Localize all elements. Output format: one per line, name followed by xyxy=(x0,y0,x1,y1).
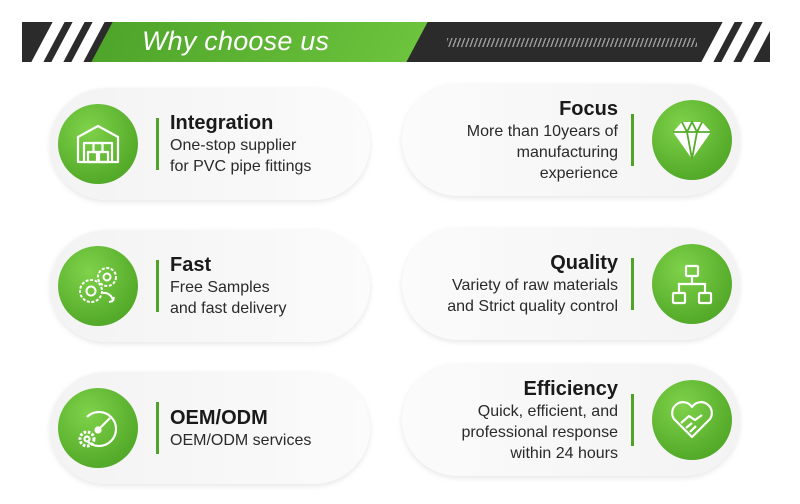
feature-desc-line: for PVC pipe fittings xyxy=(170,158,312,175)
feature-text: Fast Free Samples and fast delivery xyxy=(170,230,360,342)
feature-card-integration: Integration One-stop supplier for PVC pi… xyxy=(50,88,370,200)
feature-text: OEM/ODM OEM/ODM services xyxy=(170,372,360,484)
feature-title: Integration xyxy=(170,112,274,134)
accent-bar xyxy=(631,258,634,310)
diamond-icon xyxy=(673,119,711,160)
feature-icon-circle xyxy=(58,388,138,468)
feature-text: Efficiency Quick, efficient, and profess… xyxy=(412,364,618,476)
handshake-icon xyxy=(671,401,713,439)
feature-card-oem-odm: OEM/ODM OEM/ODM services xyxy=(50,372,370,484)
feature-desc-line: manufacturing xyxy=(516,143,618,161)
feature-icon-circle xyxy=(58,246,138,326)
feature-desc-line: Variety of raw materials xyxy=(452,277,618,294)
feature-desc-line: One-stop supplier xyxy=(170,137,297,154)
feature-card-quality: Quality Variety of raw materials and Str… xyxy=(402,228,740,340)
feature-icon-circle xyxy=(58,104,138,184)
feature-icon-circle xyxy=(652,100,732,180)
feature-icon-circle xyxy=(652,244,732,324)
feature-desc-line: within 24 hours xyxy=(510,444,618,462)
hierarchy-icon xyxy=(671,264,713,305)
feature-card-efficiency: Efficiency Quick, efficient, and profess… xyxy=(402,364,740,476)
feature-title: Efficiency xyxy=(523,377,618,400)
feature-text: Integration One-stop supplier for PVC pi… xyxy=(170,88,360,200)
feature-desc-line: Free Samples xyxy=(170,279,270,296)
feature-text: Quality Variety of raw materials and Str… xyxy=(412,228,618,340)
feature-title: Quality xyxy=(550,252,618,274)
accent-bar xyxy=(631,394,634,446)
feature-title: Focus xyxy=(559,97,618,120)
feature-card-fast: Fast Free Samples and fast delivery xyxy=(50,230,370,342)
feature-icon-circle xyxy=(652,380,732,460)
feature-desc-line: OEM/ODM services xyxy=(170,431,312,449)
gear-gauge-icon xyxy=(78,410,118,448)
accent-bar xyxy=(631,114,634,166)
page-title: Why choose us xyxy=(142,26,330,56)
feature-desc-line: and fast delivery xyxy=(170,300,287,317)
feature-desc-line: professional response xyxy=(461,423,618,441)
warehouse-icon xyxy=(76,124,120,164)
feature-title: Fast xyxy=(170,254,212,276)
gears-icon xyxy=(79,267,117,303)
feature-desc-line: Quick, efficient, and xyxy=(477,402,618,420)
banner-hatch xyxy=(447,38,697,47)
feature-card-focus: Focus More than 10years of manufacturing… xyxy=(402,84,740,196)
accent-bar xyxy=(156,118,159,170)
feature-text: Focus More than 10years of manufacturing… xyxy=(412,84,618,196)
feature-title: OEM/ODM xyxy=(170,406,268,429)
feature-desc-line: More than 10years of xyxy=(466,122,618,140)
header-banner: Why choose us xyxy=(22,22,770,62)
feature-desc-line: and Strict quality control xyxy=(447,298,618,315)
feature-desc-line: experience xyxy=(539,164,618,182)
accent-bar xyxy=(156,260,159,312)
accent-bar xyxy=(156,402,159,454)
